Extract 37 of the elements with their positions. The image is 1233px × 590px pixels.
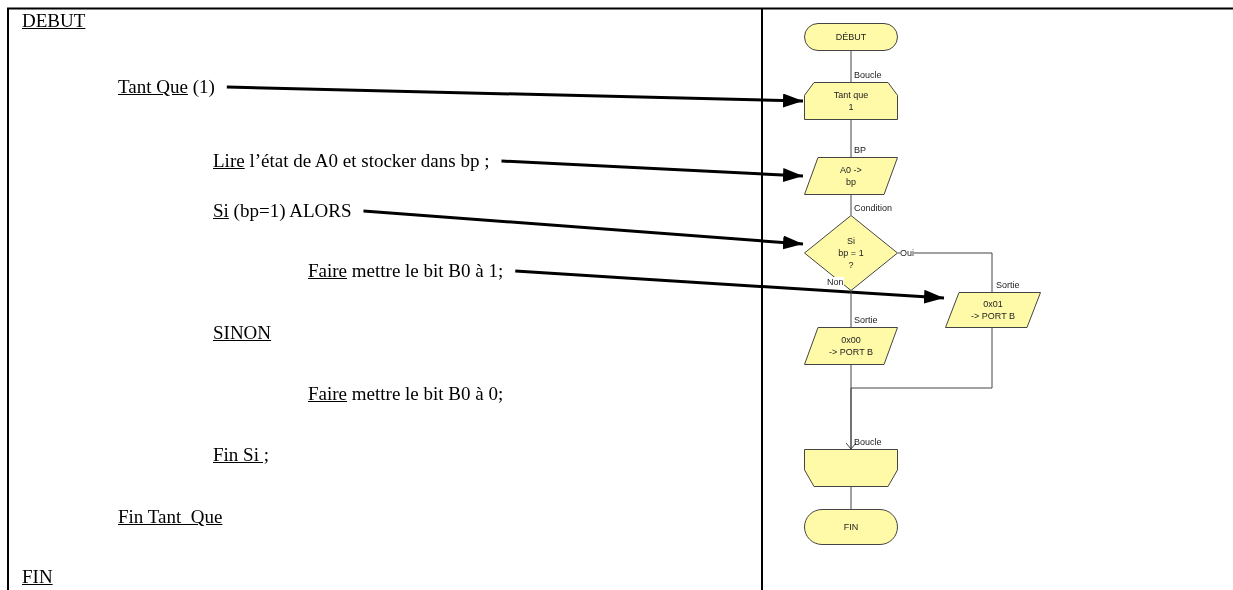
pseudocode-line: Lire l’état de A0 et stocker dans bp ; xyxy=(213,150,490,172)
arrow xyxy=(363,209,804,250)
edge-label: Oui xyxy=(900,248,914,258)
pseudocode-line: Si (bp=1) ALORS xyxy=(213,200,352,222)
connector-line xyxy=(850,486,852,510)
pseudocode-keyword: SINON xyxy=(213,322,272,344)
block-type-label: Boucle xyxy=(854,437,882,447)
connector-line xyxy=(850,194,852,216)
terminal-shape: DÉBUT xyxy=(804,23,898,51)
io-parallelogram: A0 -> bp xyxy=(804,157,898,195)
connector-line xyxy=(850,50,852,83)
arrow xyxy=(845,327,993,450)
arrow xyxy=(515,269,945,304)
pseudocode-keyword: Fin Si ; xyxy=(213,444,269,466)
block-type-label: Sortie xyxy=(854,315,878,325)
pseudocode-line: Faire mettre le bit B0 à 1; xyxy=(308,260,504,282)
loop-start-shape: Tant que 1 xyxy=(804,82,898,120)
connector-line xyxy=(897,252,993,293)
loop-end-shape xyxy=(804,449,898,487)
block-type-label: BP xyxy=(854,145,866,155)
pseudocode-keyword: DEBUT xyxy=(22,10,86,32)
connector-line xyxy=(850,364,852,450)
pseudocode-line: Faire mettre le bit B0 à 0; xyxy=(308,383,504,405)
block-type-label: Sortie xyxy=(996,280,1020,290)
io-parallelogram: 0x00 -> PORT B xyxy=(804,327,898,365)
connector-line xyxy=(850,290,852,328)
block-type-label: Condition xyxy=(854,203,893,213)
pseudocode-keyword: Fin Tant Que xyxy=(118,506,223,528)
arrow xyxy=(226,85,804,108)
terminal-shape: FIN xyxy=(804,509,898,545)
io-parallelogram: 0x01 -> PORT B xyxy=(945,292,1041,328)
edge-label: Non xyxy=(827,277,844,287)
connector-line xyxy=(850,119,852,158)
pseudocode-line: Tant Que (1) xyxy=(118,76,215,98)
pseudocode-keyword: FIN xyxy=(22,566,53,588)
block-type-label: Boucle xyxy=(854,70,882,80)
arrow xyxy=(501,159,804,182)
